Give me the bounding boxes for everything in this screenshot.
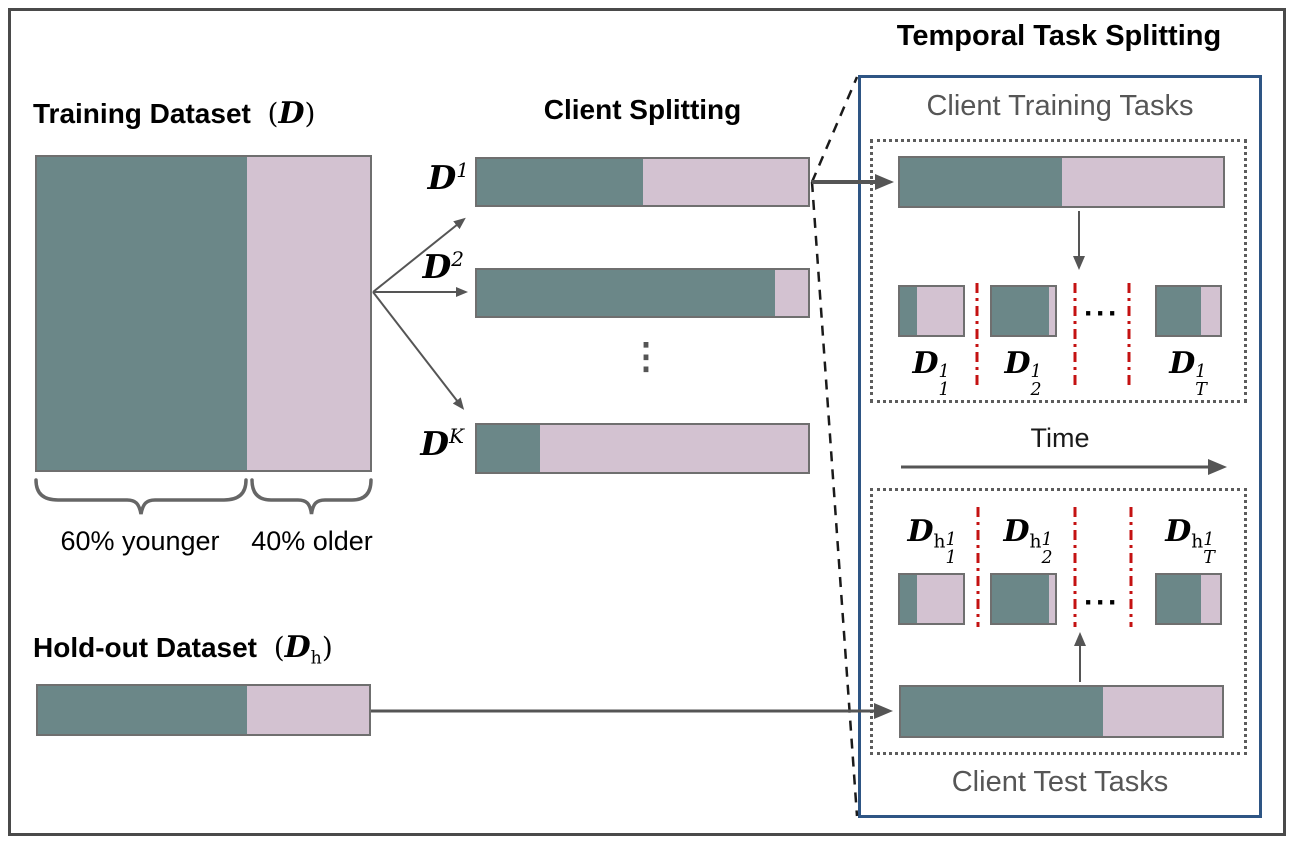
test-task-block-T [1155, 573, 1222, 625]
training-symbol-group: (D) [259, 96, 316, 131]
paren-open: ( [273, 631, 285, 664]
math-d-symbol: D [1003, 514, 1030, 549]
block-young-region [992, 287, 1049, 335]
subscript: 1 [938, 380, 950, 401]
superscript: 1 [945, 530, 957, 551]
math-d-symbol: D [1004, 346, 1031, 381]
subscript: T [1195, 380, 1207, 401]
superscript: 2 [451, 247, 464, 271]
block-young-region [1157, 287, 1202, 335]
block-young-region [900, 575, 917, 623]
math-d-symbol: D [278, 96, 305, 131]
math-d-symbol: D [1165, 514, 1192, 549]
training-task-block-T [1155, 285, 1222, 337]
math-d-symbol: D [284, 630, 311, 665]
subscript-h: h [310, 648, 322, 669]
math-d-symbol: D [912, 346, 939, 381]
block-young-region [1157, 575, 1202, 623]
test-tasks-bar [899, 685, 1224, 738]
holdout-dataset-title: Hold-out Dataset (Dh) [33, 630, 333, 669]
paren-open: ( [267, 97, 279, 130]
client-test-tasks-label: Client Test Tasks [951, 766, 1169, 798]
time-label: Time [1030, 423, 1090, 453]
young-percent-label: 60% younger [60, 526, 220, 556]
training-dataset-title: Training Dataset (D) [33, 96, 315, 131]
client-bar-1-young-region [477, 159, 643, 205]
subscript-h: h [1029, 531, 1042, 553]
subscript: 2 [1041, 548, 1053, 569]
client-bar-label-1: D1 [403, 158, 469, 197]
math-d-symbol: D [422, 247, 452, 286]
superscript: 1 [1203, 530, 1215, 551]
client-bar-2 [475, 268, 810, 318]
training-task-block-1 [898, 285, 965, 337]
old-percent-label: 40% older [251, 526, 373, 556]
block-young-region [992, 575, 1049, 623]
superscript: 1 [1041, 530, 1053, 551]
client-training-tasks-label: Client Training Tasks [926, 90, 1194, 122]
vertical-ellipsis: ⋮ [628, 335, 664, 376]
subscript: 1 [945, 548, 957, 569]
superscript: 1 [456, 158, 469, 182]
client-bar-label-K: DK [398, 424, 464, 463]
training-task-block-2 [990, 285, 1057, 337]
client-bar-1 [475, 157, 810, 207]
math-d-symbol: D [1169, 346, 1196, 381]
paren-close: ) [321, 631, 333, 664]
client-bar-K-young-region [477, 425, 540, 472]
math-d-symbol: D [420, 424, 450, 463]
block-young-region [900, 287, 917, 335]
training-dataset-title-text: Training Dataset [33, 98, 251, 129]
client-bar-label-2: D2 [398, 247, 464, 286]
training-tasks-bar [898, 156, 1225, 208]
holdout-dataset-title-text: Hold-out Dataset [33, 632, 257, 663]
outer-frame [8, 8, 1286, 836]
superscript: 1 [938, 362, 950, 383]
training-tasks-dotted-box [870, 139, 1247, 403]
superscript: K [449, 424, 464, 448]
training-tasks-young-region [900, 158, 1062, 206]
holdout-dataset-bar [36, 684, 371, 736]
client-splitting-title: Client Splitting [543, 94, 742, 125]
subscript-h: h [1191, 531, 1204, 553]
holdout-young-region [38, 686, 247, 734]
subscript-h: h [933, 531, 946, 553]
paren-close: ) [304, 97, 316, 130]
test-task-block-1 [898, 573, 965, 625]
test-task-block-2 [990, 573, 1057, 625]
client-bar-2-young-region [477, 270, 775, 316]
training-young-region [37, 157, 247, 470]
test-tasks-young-region [901, 687, 1104, 736]
client-bar-K [475, 423, 810, 474]
math-d-symbol: D [427, 158, 457, 197]
superscript: 1 [1195, 362, 1207, 383]
subscript: T [1203, 548, 1215, 569]
math-d-symbol: D [907, 514, 934, 549]
training-dataset-rect [35, 155, 372, 472]
temporal-panel-title: Temporal Task Splitting [896, 20, 1222, 52]
horizontal-ellipsis: ··· [1084, 586, 1120, 619]
superscript: 1 [1030, 362, 1042, 383]
horizontal-ellipsis: ··· [1084, 297, 1120, 330]
subscript: 2 [1030, 380, 1042, 401]
holdout-symbol-group: (Dh) [265, 630, 333, 669]
test-tasks-dotted-box [870, 488, 1247, 755]
